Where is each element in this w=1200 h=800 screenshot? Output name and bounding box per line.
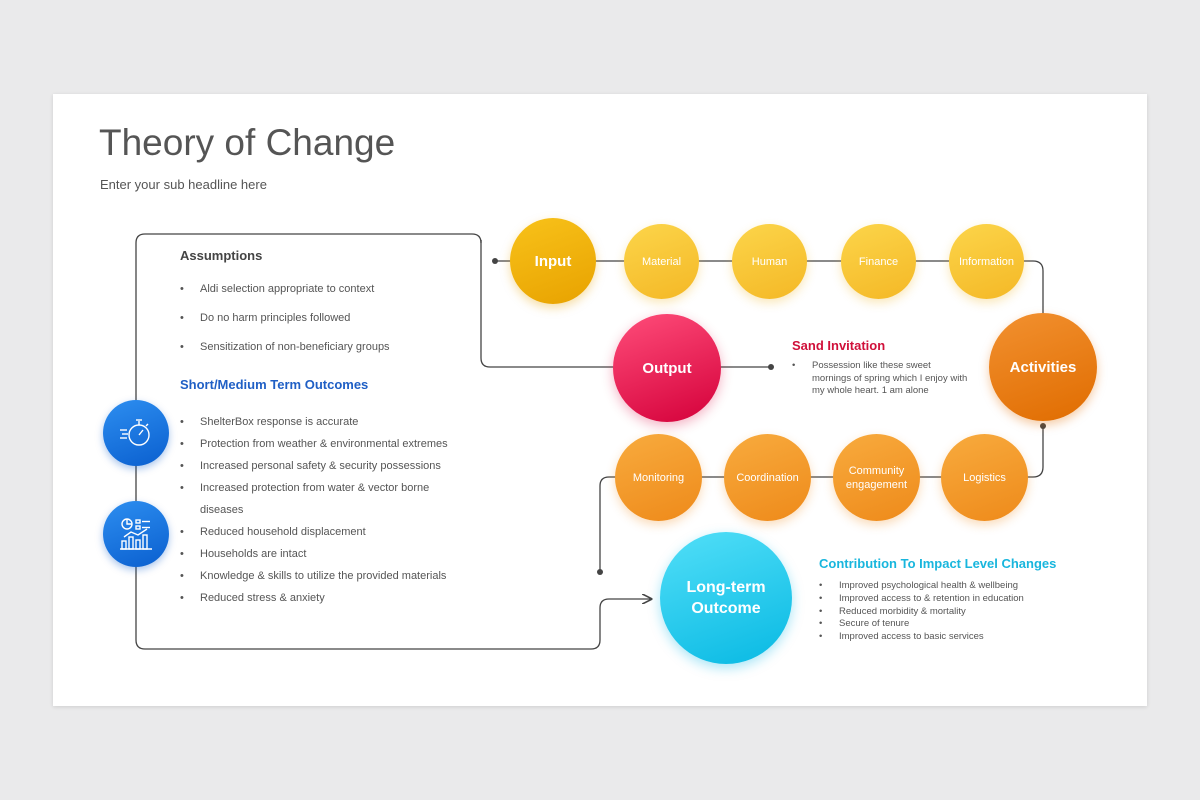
- impact-list: Improved psychological health & wellbein…: [819, 580, 1024, 644]
- long-term-outcome-node: Long-term Outcome: [660, 532, 792, 664]
- input-node: Input: [510, 218, 596, 304]
- activity-item-coordination: Coordination: [724, 434, 811, 521]
- list-item: Knowledge & skills to utilize the provid…: [180, 565, 460, 587]
- activity-item-logistics: Logistics: [941, 434, 1028, 521]
- analytics-icon: [103, 501, 169, 567]
- impact-heading: Contribution To Impact Level Changes: [819, 556, 1057, 571]
- connector-dot: [1040, 423, 1046, 429]
- list-item: Do no harm principles followed: [180, 311, 390, 340]
- list-item: Improved access to & retention in educat…: [819, 593, 1024, 606]
- connector-dot: [597, 569, 603, 575]
- assumptions-heading: Assumptions: [180, 248, 263, 263]
- activities-node: Activities: [989, 313, 1097, 421]
- input-item-human: Human: [732, 224, 807, 299]
- list-item: Households are intact: [180, 543, 460, 565]
- note-heading: Sand Invitation: [792, 338, 886, 353]
- activity-item-community-engagement: Community engagement: [833, 434, 920, 521]
- activity-item-monitoring: Monitoring: [615, 434, 702, 521]
- activities-to-longterm-line: [599, 476, 653, 572]
- list-item: Improved psychological health & wellbein…: [819, 580, 1024, 593]
- list-item: Protection from weather & environmental …: [180, 433, 460, 455]
- input-item-information: Information: [949, 224, 1024, 299]
- outcomes-heading: Short/Medium Term Outcomes: [180, 377, 369, 392]
- list-item: Secure of tenure: [819, 618, 1024, 631]
- page-title: Theory of Change: [99, 122, 396, 163]
- slide: Theory of Change Enter your sub headline…: [53, 94, 1147, 706]
- connector-dot: [768, 364, 774, 370]
- list-item: Reduced morbidity & mortality: [819, 606, 1024, 619]
- list-item: Sensitization of non-beneficiary groups: [180, 340, 390, 369]
- list-item: Reduced stress & anxiety: [180, 587, 460, 609]
- input-to-activities-line: [1032, 260, 1044, 314]
- note-text: Possession like these sweet mornings of …: [792, 360, 972, 398]
- input-item-material: Material: [624, 224, 699, 299]
- list-item: Improved access to basic services: [819, 631, 1024, 644]
- list-item: Reduced household displacement: [180, 521, 460, 543]
- connector-dot: [492, 258, 498, 264]
- list-item: ShelterBox response is accurate: [180, 411, 460, 433]
- assumptions-frame-line: [480, 240, 653, 368]
- output-node: Output: [613, 314, 721, 422]
- note-list: Possession like these sweet mornings of …: [792, 360, 972, 398]
- assumptions-frame-top: [135, 233, 651, 650]
- connector-lines: [135, 233, 1046, 650]
- stopwatch-icon: [103, 400, 169, 466]
- outcomes-list: ShelterBox response is accurate Protecti…: [180, 411, 460, 609]
- list-item: Increased personal safety & security pos…: [180, 455, 460, 477]
- activities-to-logistics-line: [1018, 426, 1044, 478]
- page-subtitle: Enter your sub headline here: [100, 177, 267, 192]
- input-item-finance: Finance: [841, 224, 916, 299]
- list-item: Aldi selection appropriate to context: [180, 282, 390, 311]
- assumptions-list: Aldi selection appropriate to context Do…: [180, 282, 390, 369]
- list-item: Increased protection from water & vector…: [180, 477, 460, 521]
